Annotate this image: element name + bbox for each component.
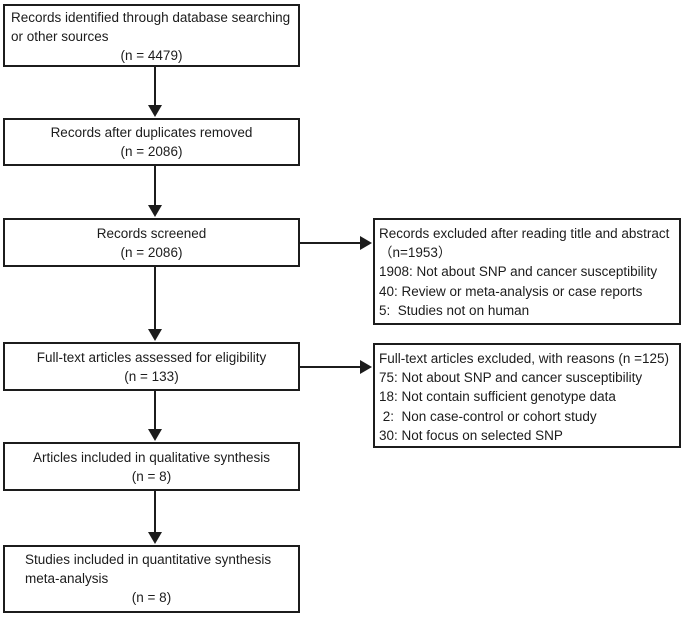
box-count: (n = 2086) (120, 244, 183, 260)
exclusion-reason: 1908: Not about SNP and cancer susceptib… (379, 264, 658, 280)
box-quantitative-synthesis: Studies included in quantitative synthes… (3, 545, 300, 613)
arrow-screened-to-excluded (300, 242, 361, 244)
box-text-line: Articles included in qualitative synthes… (32, 449, 271, 465)
exclusion-reason: 18: Not contain sufficient genotype data (379, 389, 616, 405)
box-count: （n=1953） (379, 245, 452, 261)
exclusion-reason: 5: Studies not on human (379, 302, 530, 318)
arrow-screened-to-fulltext (154, 267, 156, 331)
box-text-line: or other sources (11, 29, 109, 44)
exclusion-reason: 40: Review or meta-analysis or case repo… (379, 283, 643, 299)
box-text-line: Records identified through database sear… (11, 10, 291, 25)
box-text-line: Records screened (96, 225, 207, 241)
box-fulltext-assessed: Full-text articles assessed for eligibil… (3, 342, 300, 391)
arrow-down-icon (148, 532, 162, 544)
box-qualitative-synthesis: Articles included in qualitative synthes… (3, 442, 300, 491)
arrow-qualitative-to-quantitative (154, 491, 156, 534)
box-text-line: meta-analysis (25, 571, 109, 586)
box-count: (n = 133) (124, 368, 179, 384)
box-text-line: Full-text articles assessed for eligibil… (36, 349, 267, 365)
box-records-excluded-screening: Records excluded after reading title and… (373, 218, 681, 325)
box-text-line: Studies included in quantitative synthes… (25, 552, 272, 567)
arrow-identification-to-duplicates (154, 67, 156, 107)
arrow-fulltext-to-qualitative (154, 391, 156, 431)
arrow-duplicates-to-screened (154, 166, 156, 207)
exclusion-reason: 75: Not about SNP and cancer susceptibil… (379, 370, 643, 386)
arrow-down-icon (148, 329, 162, 341)
exclusion-reason: 2: Non case-control or cohort study (379, 408, 597, 424)
box-count: (n = 4479) (120, 48, 183, 63)
arrow-down-icon (148, 205, 162, 217)
box-count: (n = 8) (131, 468, 172, 484)
box-duplicates-removed: Records after duplicates removed (n = 20… (3, 118, 300, 166)
box-count: (n = 8) (131, 590, 172, 605)
box-records-identified: Records identified through database sear… (3, 4, 300, 67)
box-text-line: Records after duplicates removed (50, 125, 253, 140)
box-text-line: Full-text articles excluded, with reason… (379, 351, 670, 366)
arrow-down-icon (148, 105, 162, 117)
arrow-right-icon (360, 360, 372, 374)
arrow-down-icon (148, 429, 162, 441)
box-count: (n = 2086) (120, 144, 183, 159)
box-text-line: Records excluded after reading title and… (379, 226, 670, 241)
box-fulltext-excluded: Full-text articles excluded, with reason… (373, 343, 681, 448)
exclusion-reason: 30: Not focus on selected SNP (379, 427, 563, 443)
arrow-fulltext-to-excluded (300, 366, 361, 368)
arrow-right-icon (360, 236, 372, 250)
box-records-screened: Records screened (n = 2086) (3, 218, 300, 267)
